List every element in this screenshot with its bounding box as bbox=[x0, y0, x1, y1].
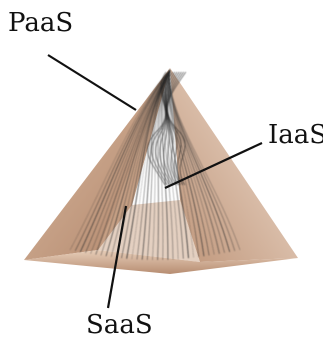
iaas-leader-line bbox=[164, 142, 263, 189]
paas-label: PaaS bbox=[8, 8, 74, 38]
strand-line bbox=[95, 69, 171, 255]
pyramid-base bbox=[24, 250, 298, 274]
strand-swirl bbox=[166, 71, 180, 186]
pyramid-right-face bbox=[170, 68, 298, 262]
strand-line bbox=[69, 69, 171, 251]
strand-line bbox=[165, 69, 190, 259]
strand-swirl bbox=[165, 71, 178, 186]
pyramid-left-face bbox=[24, 68, 170, 260]
strand-line bbox=[74, 69, 171, 252]
strand-swirl bbox=[147, 71, 167, 186]
pyramid-strands bbox=[69, 69, 241, 261]
strand-swirl bbox=[155, 71, 171, 186]
strand-swirl bbox=[159, 71, 174, 186]
paas-leader-line bbox=[47, 54, 137, 111]
saas-label: SaaS bbox=[86, 310, 153, 340]
strand-swirl bbox=[151, 71, 169, 186]
strand-line bbox=[79, 69, 171, 253]
saas-leader-line bbox=[106, 205, 128, 309]
iaas-label: IaaS bbox=[268, 120, 323, 150]
strand-swirl bbox=[167, 71, 187, 186]
strand-swirl bbox=[166, 71, 185, 186]
strand-swirl bbox=[166, 71, 182, 186]
strand-line bbox=[85, 69, 171, 253]
pyramid-center-face bbox=[98, 68, 200, 262]
strand-swirl bbox=[163, 71, 176, 186]
